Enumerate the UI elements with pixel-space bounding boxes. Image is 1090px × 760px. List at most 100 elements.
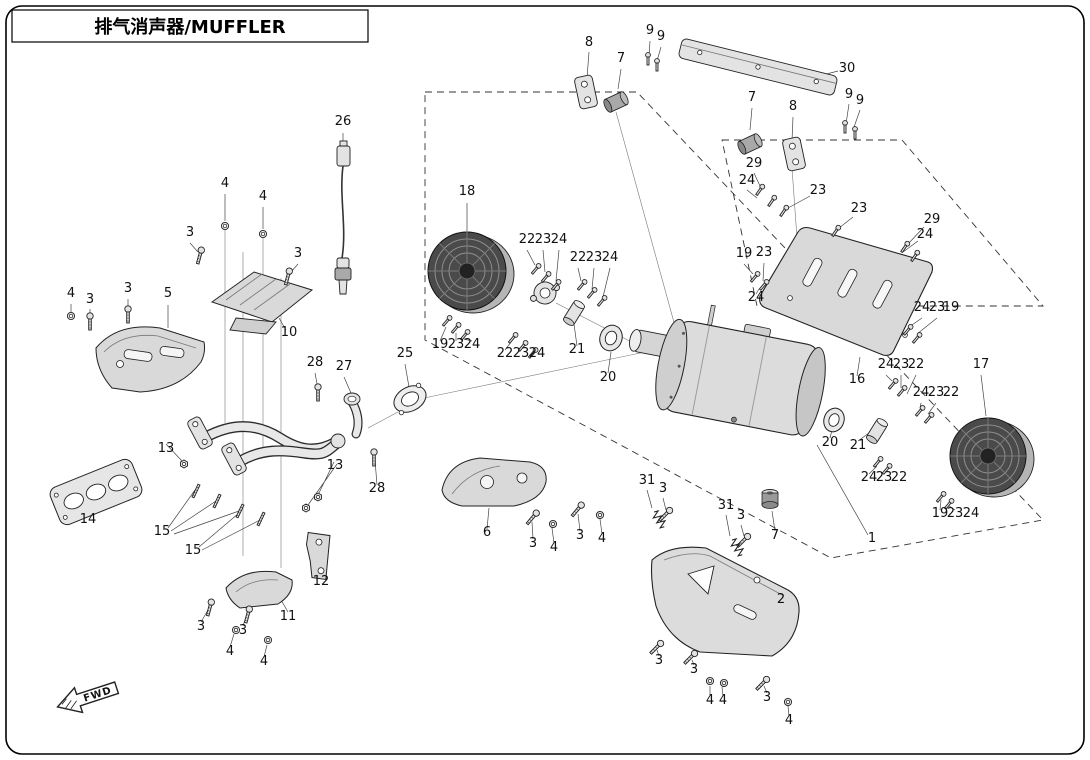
part-label-3: 3 (186, 225, 194, 240)
spacer-21b (866, 418, 888, 444)
fwd-arrow-hatching (61, 698, 77, 710)
part-label-11: 11 (280, 609, 297, 624)
screw-icon (595, 294, 609, 308)
part-label-20: 20 (600, 370, 617, 385)
part-label-19: 19 (943, 300, 960, 315)
screw-icon (575, 278, 589, 292)
part-label-23: 23 (928, 385, 945, 400)
part-label-15: 15 (185, 543, 202, 558)
part-label-23: 23 (513, 346, 530, 361)
part-label-24: 24 (913, 385, 930, 400)
part-label-24: 24 (963, 506, 980, 521)
part-label-29: 29 (746, 156, 763, 171)
part-label-3: 3 (659, 481, 667, 496)
part-label-3: 3 (86, 292, 94, 307)
stud-icon (256, 511, 266, 527)
washer-icon (66, 311, 76, 321)
screw-icon (886, 377, 900, 391)
part-label-23: 23 (851, 201, 868, 216)
part-label-4: 4 (67, 286, 75, 301)
bolt-icon (370, 448, 378, 467)
part-label-8: 8 (789, 99, 797, 114)
title-box-frame (11, 9, 369, 43)
screw-icon (910, 331, 924, 345)
hanger-bracket-8b (782, 136, 806, 172)
heat-shield-6 (441, 457, 547, 507)
page-border (5, 5, 1085, 755)
part-label-22: 22 (519, 232, 536, 247)
part-label-4: 4 (259, 189, 267, 204)
page-title: 排气消声器/MUFFLER (94, 16, 285, 38)
part-label-23: 23 (876, 470, 893, 485)
part-label-19: 19 (932, 506, 949, 521)
screw-icon (654, 58, 660, 72)
stud-icon (191, 483, 201, 499)
bolt-icon (194, 245, 206, 265)
part-label-23: 23 (535, 232, 552, 247)
part-label-23: 23 (810, 183, 827, 198)
part-label-23: 23 (448, 337, 465, 352)
part-label-1: 1 (868, 531, 876, 546)
part-label-9: 9 (845, 87, 853, 102)
part-label-26: 26 (335, 114, 352, 129)
part-label-21: 21 (569, 342, 586, 357)
screw-icon (529, 262, 543, 276)
hanger-bracket-8a (574, 74, 598, 110)
part-label-4: 4 (550, 540, 558, 555)
washer-20a (599, 324, 623, 352)
part-label-3: 3 (529, 536, 537, 551)
part-label-22: 22 (497, 346, 514, 361)
end-cap-18 (427, 231, 515, 314)
screw-icon (440, 314, 454, 328)
heat-shield-11 (225, 570, 293, 609)
bracket-12 (306, 531, 331, 581)
part-label-4: 4 (260, 654, 268, 669)
washer-icon (594, 509, 606, 521)
part-label-24: 24 (739, 173, 756, 188)
part-label-3: 3 (763, 690, 771, 705)
part-label-22: 22 (943, 385, 960, 400)
nut-icon (302, 503, 310, 513)
part-label-25: 25 (397, 346, 414, 361)
fwd-label: FWD (82, 685, 113, 704)
part-label-4: 4 (785, 713, 793, 728)
part-label-24: 24 (914, 300, 931, 315)
flange-19 (530, 281, 560, 305)
fwd-arrow: FWD (56, 681, 120, 714)
part-label-3: 3 (690, 662, 698, 677)
part-label-6: 6 (483, 525, 491, 540)
part-label-20: 20 (822, 435, 839, 450)
washer-icon (782, 696, 794, 708)
oxygen-sensor-26 (334, 140, 352, 295)
part-label-24: 24 (917, 227, 934, 242)
bolt-icon (524, 508, 542, 527)
gasket-25 (393, 382, 427, 416)
title-box: 排气消声器/MUFFLER (11, 9, 369, 43)
part-label-3: 3 (197, 619, 205, 634)
part-label-23: 23 (586, 250, 603, 265)
part-label-9: 9 (646, 23, 654, 38)
part-label-29: 29 (924, 212, 941, 227)
screw-icon (754, 182, 767, 197)
part-label-4: 4 (719, 693, 727, 708)
part-label-10: 10 (281, 325, 298, 340)
muffler-body-1 (629, 304, 826, 437)
part-label-3: 3 (294, 246, 302, 261)
part-label-27: 27 (336, 359, 353, 374)
spacer-21a (563, 300, 585, 326)
screw-icon (778, 203, 791, 218)
part-label-13: 13 (327, 458, 344, 473)
part-label-7: 7 (748, 90, 756, 105)
bolt-icon (124, 305, 132, 324)
grommet-icon (761, 489, 779, 509)
part-label-23: 23 (929, 300, 946, 315)
part-label-3: 3 (124, 281, 132, 296)
washer-icon (547, 518, 559, 530)
screw-icon (539, 270, 553, 284)
part-label-14: 14 (80, 512, 97, 527)
part-label-22: 22 (908, 357, 925, 372)
bolt-icon (86, 312, 94, 331)
screw-icon (645, 52, 651, 66)
exhaust-manifold (187, 416, 346, 476)
